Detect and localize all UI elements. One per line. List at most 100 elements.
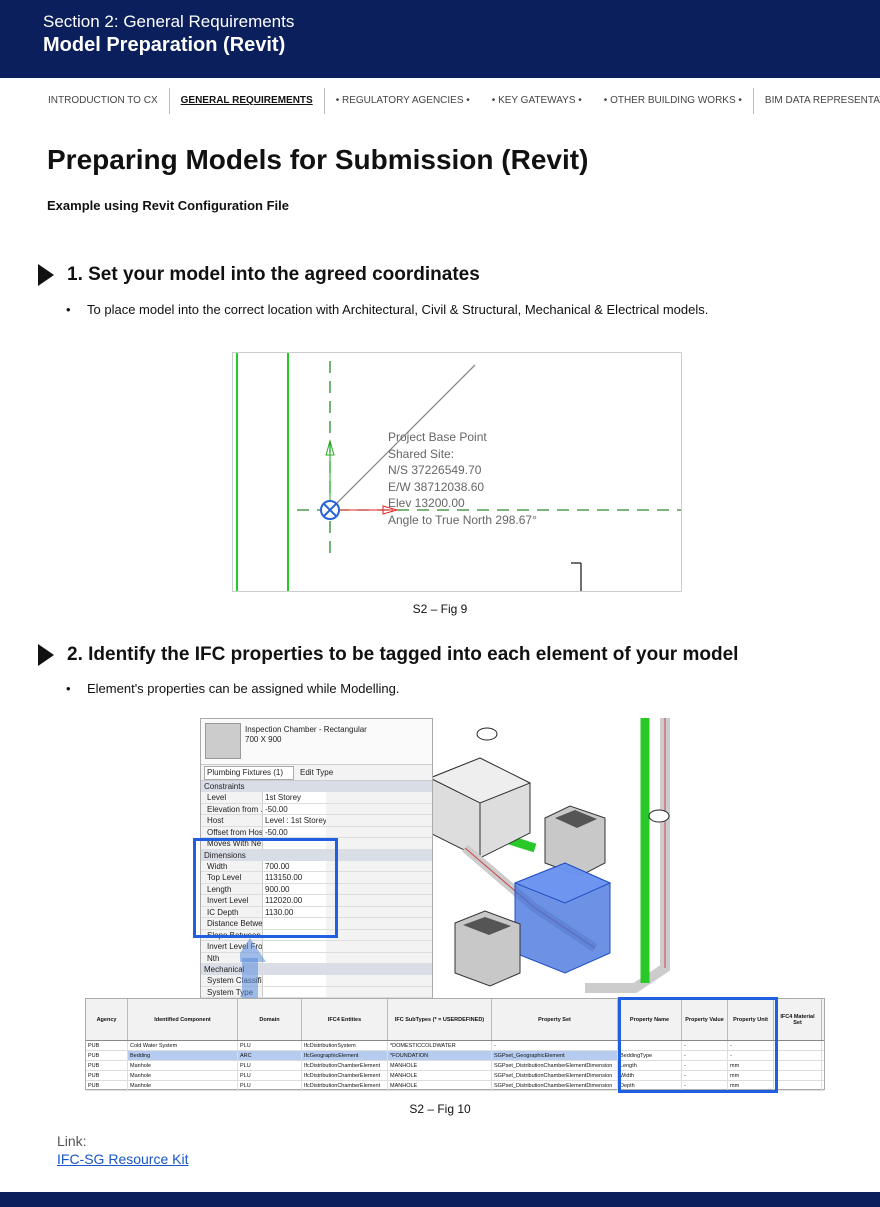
type-selector[interactable]: Inspection Chamber - Rectangular 700 X 9…	[201, 719, 432, 765]
section-label: Section 2: General Requirements	[43, 12, 295, 31]
property-name: Moves With Ne...	[207, 839, 262, 848]
table-cell: SGPset_DistributionChamberElementDimensi…	[492, 1071, 618, 1080]
table-cell: IfcDistributionChamberElement	[302, 1071, 388, 1080]
dimensions-property-row: Distance Betwe...	[201, 918, 432, 930]
ifc-sg-resource-kit-link[interactable]: IFC-SG Resource Kit	[57, 1151, 189, 1167]
mechanical-property-row: System Type	[201, 986, 432, 998]
nav-intro[interactable]: INTRODUCTION TO CX	[37, 88, 170, 114]
nav-regulatory-agencies[interactable]: • REGULATORY AGENCIES •	[335, 95, 470, 106]
step-1-heading: 1. Set your model into the agreed coordi…	[38, 264, 480, 286]
table-cell: mm	[728, 1081, 774, 1090]
mechanical-group[interactable]: Mechanical	[201, 964, 432, 975]
fig9-caption: S2 – Fig 9	[412, 602, 468, 616]
edit-type-button[interactable]: Edit Type	[300, 768, 334, 777]
property-value-field[interactable]: 900.00	[262, 883, 326, 894]
property-value-field[interactable]: -50.00	[262, 826, 326, 837]
dimensions-group[interactable]: Dimensions	[201, 849, 432, 861]
nav-key-gateways[interactable]: • KEY GATEWAYS •	[491, 95, 582, 106]
constraints-property-row: Elevation from ...-50.00	[201, 803, 432, 815]
table-cell: mm	[728, 1071, 774, 1080]
table-cell	[774, 1081, 822, 1090]
category-dropdown[interactable]: Plumbing Fixtures (1)	[204, 766, 294, 780]
table-header-cell[interactable]: Domain	[238, 999, 302, 1040]
table-cell: SGPset_GeographicElement	[492, 1051, 618, 1060]
step-1-bullet-text: To place model into the correct location…	[87, 302, 709, 317]
table-cell: MANHOLE	[388, 1071, 492, 1080]
property-value-field[interactable]	[262, 941, 326, 952]
property-value-field[interactable]	[262, 918, 326, 929]
table-cell	[618, 1041, 682, 1050]
table-cell: Manhole	[128, 1071, 238, 1080]
table-cell: MANHOLE	[388, 1061, 492, 1070]
table-cell: Bedding	[128, 1051, 238, 1060]
table-cell: Manhole	[128, 1081, 238, 1090]
table-cell: PUB	[86, 1071, 128, 1080]
step-1-title: 1. Set your model into the agreed coordi…	[67, 264, 480, 285]
dimensions-property-row: Width 700.00	[201, 860, 432, 872]
header-title: Model Preparation (Revit)	[43, 34, 286, 56]
table-cell	[774, 1041, 822, 1050]
table-cell: PUB	[86, 1051, 128, 1060]
table-cell: -	[774, 1061, 822, 1070]
nav-bim-data[interactable]: BIM DATA REPRESENTATION	[764, 95, 880, 106]
dimensions-property-row: Invert Level From	[201, 941, 432, 953]
property-name: System Type	[207, 987, 254, 997]
property-value-field[interactable]: 700.00	[262, 860, 326, 871]
property-value-field[interactable]	[262, 986, 326, 997]
triangle-bullet-icon	[38, 644, 54, 666]
table-cell: -	[774, 1051, 822, 1060]
step-2-bullet: • Element's properties can be assigned w…	[66, 681, 400, 696]
table-cell: Depth	[618, 1081, 682, 1090]
table-cell: PLU	[238, 1081, 302, 1090]
bullet-dot-icon: •	[66, 302, 71, 317]
nav-general-requirements[interactable]: GENERAL REQUIREMENTS	[170, 88, 325, 114]
property-value-field[interactable]	[262, 838, 326, 849]
table-cell: -	[492, 1041, 618, 1050]
table-cell: Cold Water System	[128, 1041, 238, 1050]
table-cell: PUB	[86, 1041, 128, 1050]
bullet-dot-icon: •	[66, 681, 71, 696]
table-header-cell[interactable]: Property Name	[618, 999, 682, 1040]
table-cell: *DOMESTICCOLDWATER	[388, 1041, 492, 1050]
table-header-cell[interactable]: Agency	[86, 999, 128, 1040]
table-header-cell[interactable]: Identified Component	[128, 999, 238, 1040]
property-name: Width	[207, 861, 228, 871]
table-cell: IfcDistributionChamberElement	[302, 1061, 388, 1070]
table-cell: -	[682, 1071, 728, 1080]
dimensions-highlight-box	[193, 838, 338, 938]
property-value-field[interactable]: 112020.00	[262, 895, 326, 906]
property-value-field[interactable]: 1st Storey	[262, 792, 326, 803]
mechanical-property-row: System Classifi...	[201, 975, 432, 987]
property-value-field[interactable]: 1130.00	[262, 906, 326, 917]
step-2-heading: 2. Identify the IFC properties to be tag…	[38, 644, 738, 666]
page-subtitle: Example using Revit Configuration File	[47, 198, 289, 213]
table-header-cell[interactable]: Property Set	[492, 999, 618, 1040]
property-value-field[interactable]: Level : 1st Storey	[262, 815, 326, 826]
property-value-field[interactable]	[262, 929, 326, 940]
table-header-cell[interactable]: IFC SubTypes (* = USERDEFINED)	[388, 999, 492, 1040]
property-name: Offset from Host	[207, 827, 262, 837]
property-value-field[interactable]	[262, 975, 326, 986]
property-value-field[interactable]: -50.00	[262, 803, 326, 814]
table-cell: MANHOLE	[388, 1081, 492, 1090]
table-header-cell[interactable]: IFC4 Entities	[302, 999, 388, 1040]
fig9-line-2: Shared Site:	[388, 447, 454, 461]
fig9-line-1: Project Base Point	[388, 430, 487, 444]
table-header-cell[interactable]: Property Value	[682, 999, 728, 1040]
nav-other-building-works[interactable]: • OTHER BUILDING WORKS •	[593, 88, 754, 114]
table-cell	[774, 1071, 822, 1080]
table-header-cell[interactable]: IFC4 Material Set	[774, 999, 822, 1040]
table-cell: BeddingType	[618, 1051, 682, 1060]
table-header-cell[interactable]: Property Unit	[728, 999, 774, 1040]
constraints-group[interactable]: Constraints	[201, 781, 432, 792]
property-value-field[interactable]: 113150.00	[262, 872, 326, 883]
triangle-bullet-icon	[38, 264, 54, 286]
project-base-point-drawing: Project Base Point Shared Site: N/S 3722…	[236, 353, 681, 591]
property-name: Top Level	[207, 873, 242, 882]
fig9-line-6: Angle to True North 298.67°	[388, 513, 537, 527]
